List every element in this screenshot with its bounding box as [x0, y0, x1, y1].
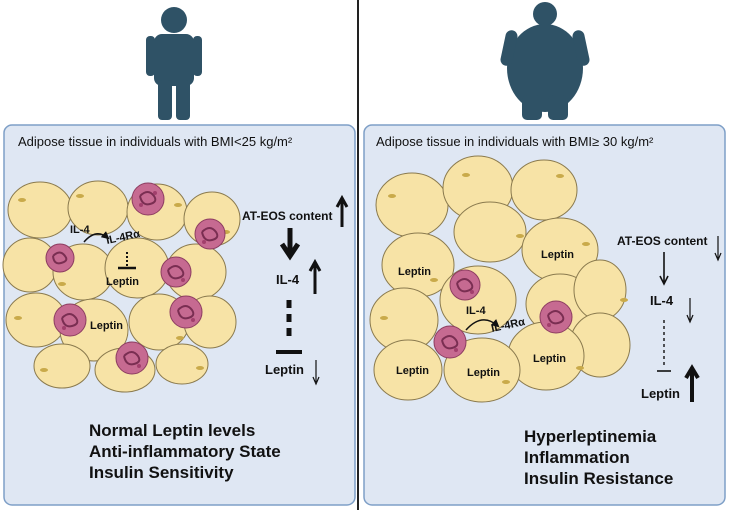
trend-down-arrow — [686, 298, 694, 324]
eosinophil-icon — [53, 303, 87, 337]
left-outcome-1: Normal Leptin levels — [89, 421, 255, 440]
pathway-down-arrow — [659, 252, 669, 286]
left-leptin-label-b: Leptin — [90, 320, 123, 332]
right-leptin-label-5: Leptin — [467, 367, 500, 379]
il4-binding-arrow — [465, 319, 500, 331]
eosinophil-icon — [115, 341, 149, 375]
right-cell-nuclei — [380, 173, 628, 384]
trend-down-arrow — [312, 360, 320, 386]
trend-up-arrow — [308, 258, 322, 294]
eosinophil-icon — [449, 269, 481, 301]
right-outcome-1: Hyperleptinemia — [524, 427, 657, 446]
right-leptin-label-3: Leptin — [533, 353, 566, 365]
person-lean-icon — [146, 7, 202, 120]
right-leptin-label-4: Leptin — [396, 365, 429, 377]
left-leptin-label-a: Leptin — [106, 276, 139, 288]
right-il4-pathway-label: IL-4 — [650, 293, 674, 308]
right-leptin-label-1: Leptin — [398, 266, 431, 278]
right-panel-title: Adipose tissue in individuals with BMI≥ … — [376, 134, 654, 149]
eosinophil-icon — [169, 295, 203, 329]
right-eosinophils — [433, 269, 573, 359]
right-panel: Adipose tissue in individuals with BMI≥ … — [363, 124, 726, 506]
right-il4-label: IL-4 — [466, 305, 486, 317]
left-cell-nuclei — [14, 194, 230, 372]
left-ateos-label: AT-EOS content — [242, 209, 332, 223]
right-leptin-pathway-label: Leptin — [641, 386, 680, 401]
trend-down-arrow — [714, 236, 722, 262]
right-outcome-3: Insulin Resistance — [524, 469, 673, 488]
left-outcome-2: Anti-inflammatory State — [89, 442, 281, 461]
trend-up-arrow — [335, 194, 349, 227]
left-outcome-3: Insulin Sensitivity — [89, 463, 234, 482]
trend-up-arrow — [684, 364, 700, 402]
eosinophil-icon — [160, 256, 192, 288]
eosinophil-icon — [433, 325, 467, 359]
il4-binding-arrow — [83, 231, 110, 243]
left-panel-title: Adipose tissue in individuals with BMI<2… — [18, 134, 293, 149]
left-leptin-pathway-label: Leptin — [265, 362, 304, 377]
eosinophil-icon — [45, 243, 75, 273]
eosinophil-icon — [539, 300, 573, 334]
right-ateos-label: AT-EOS content — [617, 234, 707, 248]
person-obese-icon — [500, 2, 590, 120]
eosinophil-icon — [131, 182, 165, 216]
left-il4-label: IL-4 — [70, 224, 90, 236]
right-outcome-2: Inflammation — [524, 448, 630, 467]
eosinophil-icon — [194, 218, 226, 250]
left-il4-pathway-label: IL-4 — [276, 272, 300, 287]
right-leptin-label-2: Leptin — [541, 249, 574, 261]
pathway-down-arrow — [279, 228, 301, 261]
left-eosinophils — [45, 182, 226, 375]
left-panel: Adipose tissue in individuals with BMI<2… — [2, 124, 356, 506]
